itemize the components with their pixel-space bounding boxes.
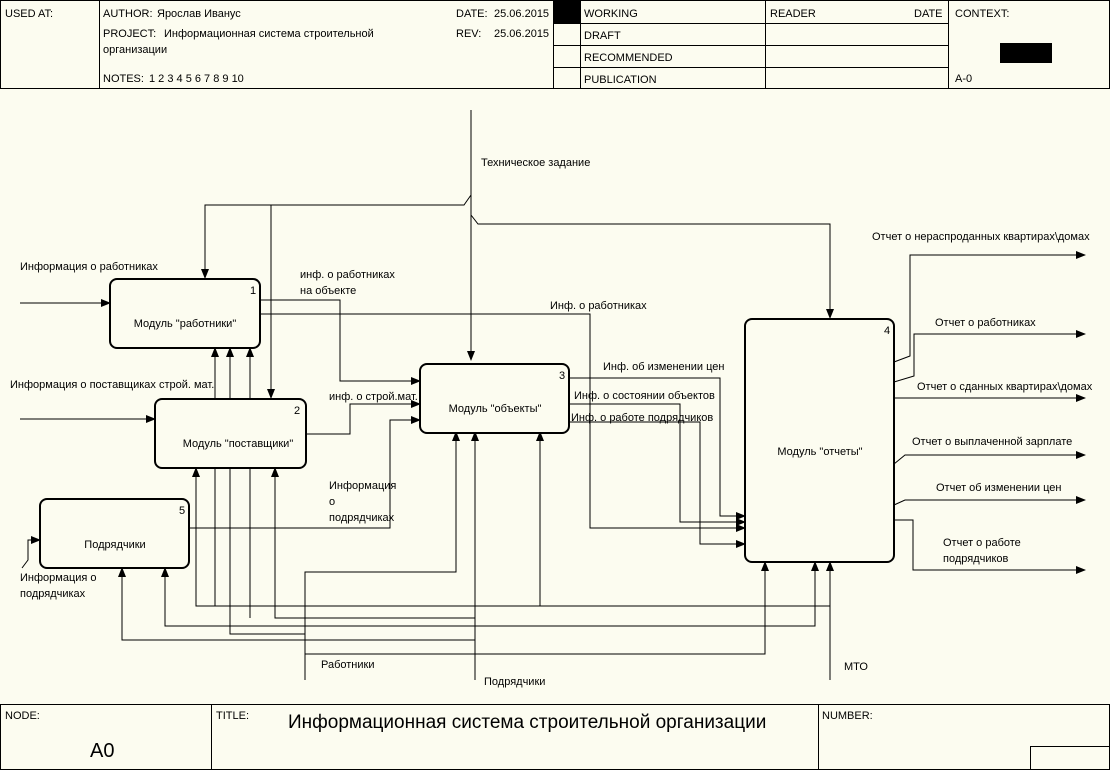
header-frame [0,0,1110,89]
arrow-mech-workers-bus [305,561,769,655]
node-label: NODE: [5,710,40,722]
label-out-delivered: Отчет о сданных квартирах\домах [917,381,1093,393]
label-mech-mto: МТО [844,661,868,673]
label-contractor-work: Инф. о работе подрядчиков [571,412,713,424]
label-mech-contractors: Подрядчики [484,676,545,688]
node-value: A0 [90,740,114,762]
context-label: CONTEXT: [955,8,1009,20]
arrow-mech-contractors-box2 [271,467,475,619]
box-1-name: Модуль "работники" [134,318,237,330]
box-1-number: 1 [250,285,256,297]
label-info-contr-1: Информация [329,480,396,492]
arrow-mech-contractors-box5 [161,567,815,627]
status-working: WORKING [584,8,638,20]
box-3-name: Модуль "объекты" [449,403,542,415]
box-2-number: 2 [294,405,300,417]
box-4-name: Модуль "отчеты" [777,446,862,458]
label-out-contractors-2: подрядчиков [943,553,1009,565]
working-status-marker [554,1,580,23]
label-in-contractors-1: Информация о [20,572,97,584]
used-at-label: USED AT: [5,8,53,20]
number-label: NUMBER: [822,710,873,722]
reader-label: READER [770,8,816,20]
label-info-contr-2: о [329,496,335,508]
arrow-object-state [569,403,746,526]
arrow-out-unsold [893,251,1086,363]
box-3-number: 3 [559,370,565,382]
arrow-tech-task-to-box4 [470,214,834,319]
notes-value: 1 2 3 4 5 6 7 8 9 10 [149,73,244,85]
diagram-title: Информационная система строительной орга… [288,712,766,733]
label-out-prices: Отчет об изменении цен [936,482,1062,494]
label-workers-obj-1: инф. о работниках [300,269,395,281]
arrow-mech-contractors-bus [118,567,475,641]
status-publication: PUBLICATION [584,74,657,86]
box-3[interactable]: 3 Модуль "объекты" [419,363,570,434]
arrow-input-contractors [21,536,41,569]
box-4[interactable]: 4 Модуль "отчеты" [744,318,895,563]
context-thumbnail [1000,43,1052,63]
label-mech-workers: Работники [321,659,374,671]
date-label: DATE: [456,8,488,20]
project-line-2: организации [103,44,167,56]
label-out-unsold: Отчет о нераспроданных квартирах\домах [872,231,1090,243]
box-5-number: 5 [179,505,185,517]
date-value: 25.06.2015 [494,8,549,20]
arrow-out-contractors [894,519,1086,574]
arrow-contractor-info [189,416,421,529]
arrow-out-salary [893,451,1086,465]
label-in-contractors-2: подрядчиках [20,588,86,600]
reader-date-label: DATE [914,8,943,20]
label-in-workers: Информация о работниках [20,261,158,273]
arrow-contractor-work [569,421,746,548]
notes-label: NOTES: [103,73,144,85]
author-value: Ярослав Иванус [157,8,241,20]
label-object-state: Инф. о состоянии объектов [574,390,715,402]
title-label: TITLE: [216,710,249,722]
rev-label: REV: [456,28,481,40]
label-info-contr-3: подрядчиках [329,512,395,524]
label-build-mat: инф. о строй.мат. [329,391,418,403]
arrow-tech-task-to-box2 [267,204,464,399]
box-1[interactable]: 1 Модуль "работники" [109,278,261,349]
arrow-mech-workers [304,431,460,680]
box-2[interactable]: 2 Модуль "поставщики" [154,398,307,469]
rev-value: 25.06.2015 [494,28,549,40]
arrow-mech-mto-box2 [192,467,540,607]
project-line-1: Информационная система строительной [164,28,374,40]
context-node: A-0 [955,73,972,85]
label-inf-workers: Инф. о работниках [550,300,647,312]
label-out-contractors-1: Отчет о работе [943,537,1021,549]
footer-text: NODE: A0 TITLE: Информационная система с… [5,710,873,762]
label-out-workers: Отчет о работниках [935,317,1036,329]
box-5[interactable]: 5 Подрядчики [39,498,190,569]
arrow-mech-contractors-box1 [475,561,819,627]
arrow-price-change [569,377,746,520]
arrow-workers-to-reports [260,313,746,532]
arrows [20,110,1086,680]
label-workers-obj-2: на объекте [300,285,356,297]
arrow-build-mat [306,400,421,435]
box-4-number: 4 [884,325,890,337]
arrow-labels: Техническое задание Информация о работни… [10,157,1093,688]
header-text: USED AT: AUTHOR: Ярослав Иванус PROJECT:… [5,8,1009,86]
label-out-salary: Отчет о выплаченной зарплате [912,436,1072,448]
arrow-mech-workers-box1 [226,347,305,635]
label-price-change: Инф. об изменении цен [603,361,724,373]
status-recommended: RECOMMENDED [584,52,673,64]
label-in-suppliers: Информация о поставщиках строй. мат. [10,379,214,391]
arrow-out-prices [893,496,1086,506]
author-label: AUTHOR: [103,8,153,20]
arrow-workers-on-object [260,299,421,385]
status-draft: DRAFT [584,30,621,42]
project-label: PROJECT: [103,28,156,40]
label-tech-task: Техническое задание [481,157,590,169]
arrow-out-workers [893,330,1086,383]
arrow-tech-task-to-box1 [201,194,472,279]
box-2-name: Модуль "поставщики" [183,438,294,450]
box-5-name: Подрядчики [84,539,145,551]
